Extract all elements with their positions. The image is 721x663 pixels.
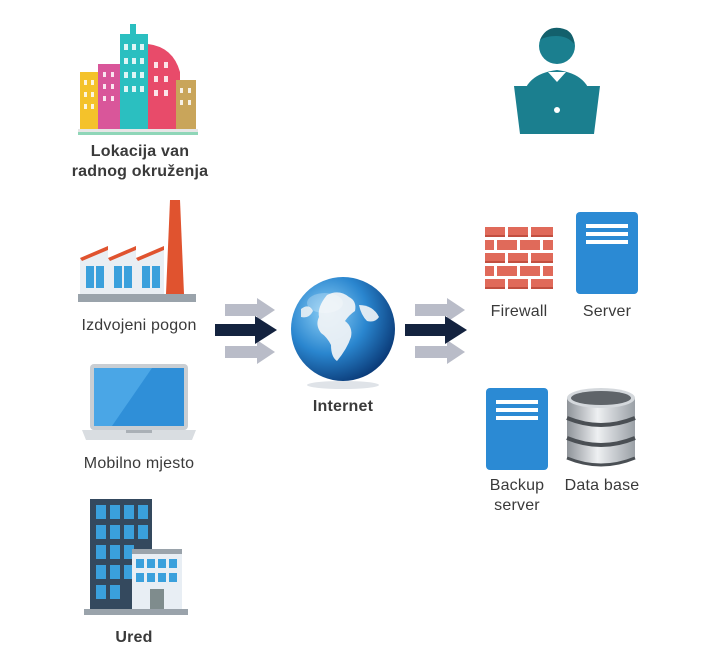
office-label: Ured <box>115 629 153 646</box>
server-icon <box>576 212 638 294</box>
factory-icon <box>78 200 196 302</box>
city-buildings-icon <box>78 24 198 135</box>
globe-icon <box>291 277 395 389</box>
plant-label: Izdvojeni pogon <box>81 317 197 334</box>
backup-server-label-line2: server <box>494 497 540 514</box>
office-building-icon <box>84 499 188 615</box>
database-label: Data base <box>564 477 640 494</box>
incoming-arrows <box>215 298 277 364</box>
server-label: Server <box>582 303 632 320</box>
laptop-icon <box>82 364 196 440</box>
internet-label: Internet <box>312 398 374 415</box>
user-at-laptop-icon <box>514 27 600 134</box>
brick-wall-icon <box>484 226 554 292</box>
backup-server-icon <box>486 388 548 470</box>
remote-location-label-line1: Lokacija van <box>90 143 190 160</box>
remote-location-label-line2: radnog okruženja <box>71 163 209 180</box>
firewall-label: Firewall <box>490 303 548 320</box>
backup-server-label-line1: Backup <box>489 477 545 494</box>
database-icon <box>566 388 636 467</box>
mobile-label: Mobilno mjesto <box>83 455 195 472</box>
outgoing-arrows <box>405 298 467 364</box>
